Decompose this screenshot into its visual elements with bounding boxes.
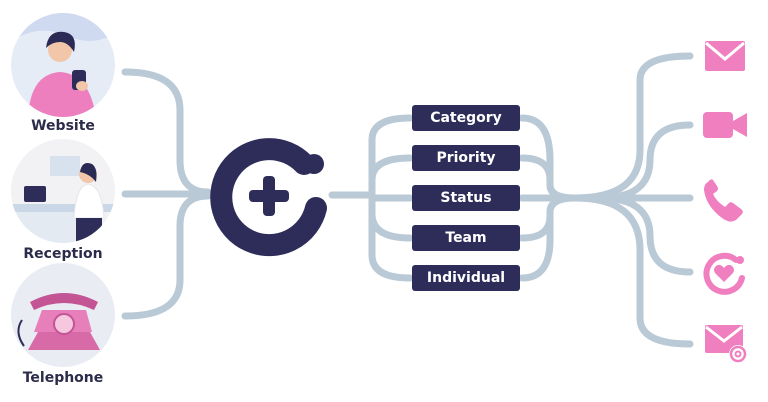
routing-pill-status[interactable]: Status: [412, 185, 520, 211]
website-avatar: [10, 12, 116, 122]
routing-pill-priority[interactable]: Priority: [412, 145, 520, 171]
video-camera-icon[interactable]: [702, 110, 748, 144]
connector-team: [368, 210, 414, 242]
connector-category: [368, 114, 414, 199]
connector-priority: [368, 154, 414, 184]
phone-icon[interactable]: [700, 178, 746, 228]
email-at-icon[interactable]: [704, 324, 748, 368]
source-label-telephone: Telephone: [22, 370, 104, 386]
connector-out-priority: [518, 154, 554, 184]
envelope-icon[interactable]: [704, 40, 746, 76]
reception-avatar: [10, 138, 116, 248]
plus-logo-icon: [208, 134, 332, 262]
source-label-reception: Reception: [23, 246, 103, 262]
connector-chat: [596, 194, 694, 276]
connector-video: [596, 121, 694, 202]
telephone-avatar: [10, 262, 116, 372]
routing-pill-individual[interactable]: Individual: [412, 265, 520, 291]
source-label-website: Website: [31, 118, 95, 134]
routing-pill-category[interactable]: Category: [412, 105, 520, 131]
chat-heart-icon[interactable]: [702, 252, 746, 300]
connector-email: [571, 194, 694, 348]
connector-out-individual: [518, 194, 579, 282]
connector-hub-channels: [571, 52, 694, 202]
connector-telephone: [121, 192, 212, 320]
connector-website: [121, 68, 212, 196]
connector-out-team: [518, 212, 554, 242]
connector-individual: [368, 191, 414, 282]
routing-pill-team[interactable]: Team: [412, 225, 520, 251]
